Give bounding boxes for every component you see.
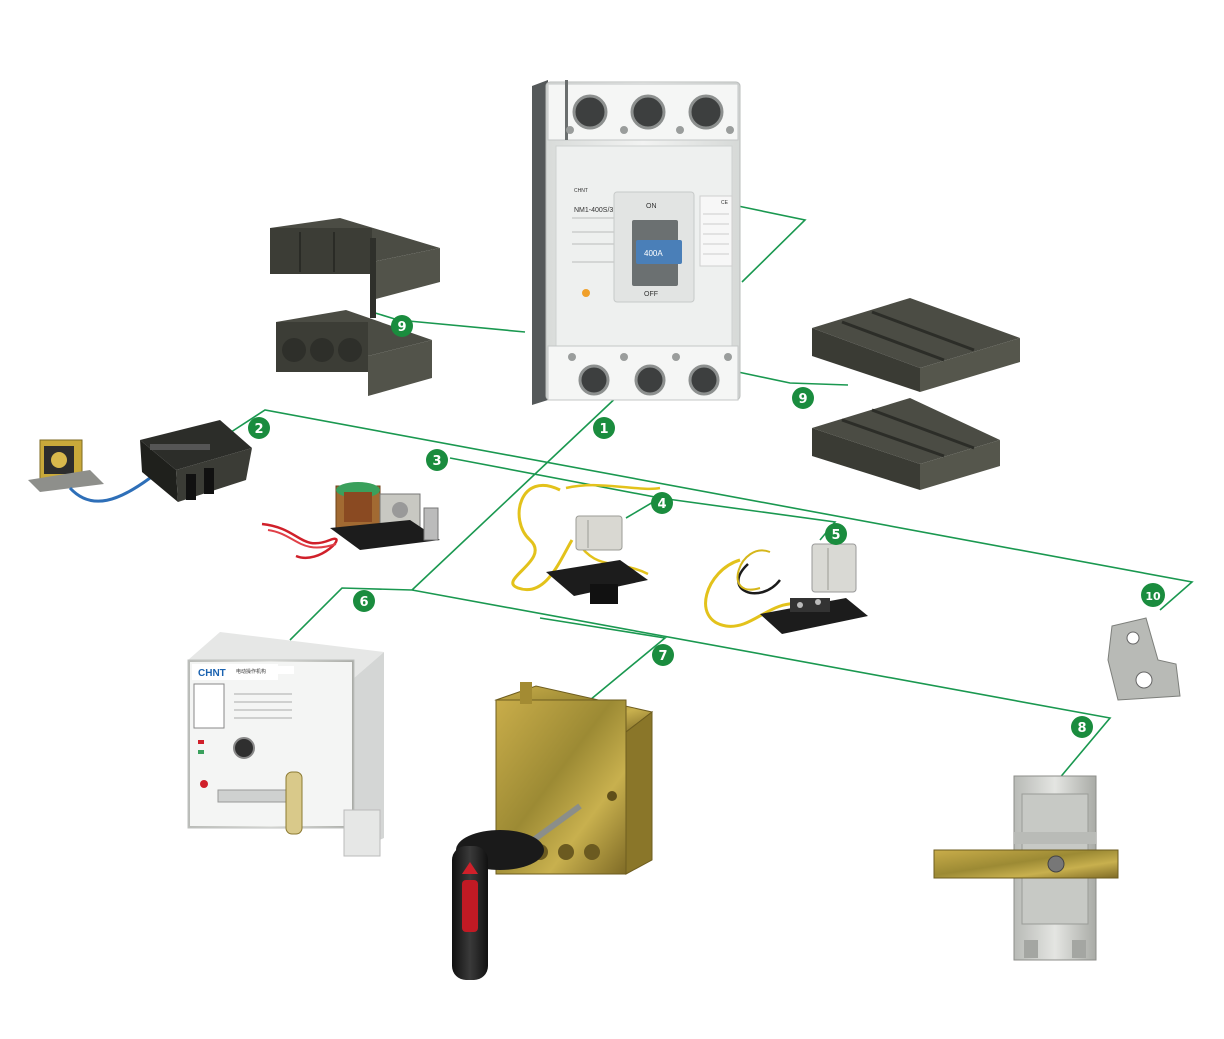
rotary-handle-icon <box>452 682 654 980</box>
breaker-model: NM1-400S/3300 <box>574 207 625 214</box>
terminal-cover-icon <box>812 298 1020 490</box>
svg-text:9: 9 <box>798 392 807 407</box>
callout-4: 4 <box>651 492 673 514</box>
callout-9-left: 9 <box>391 315 413 337</box>
interlock-icon <box>933 775 1119 961</box>
svg-text:6: 6 <box>359 595 368 610</box>
callout-6: 6 <box>353 590 375 612</box>
svg-text:5: 5 <box>831 528 840 543</box>
svg-text:8: 8 <box>1077 721 1086 736</box>
callout-5: 5 <box>825 523 847 545</box>
callout-10: 10 <box>1141 583 1165 607</box>
motor-operator-icon: CHNT 电动操作机构 <box>187 632 384 857</box>
svg-text:CHNT: CHNT <box>574 188 588 194</box>
callout-9-right: 9 <box>792 387 814 409</box>
connection-plate-icon <box>1107 617 1181 701</box>
svg-text:9: 9 <box>397 320 406 335</box>
callout-badges: 1 2 3 4 5 6 7 8 9 9 10 <box>248 315 1165 738</box>
breaker-icon: CHNT NM1-400S/3300 ON OFF 400A CE <box>532 80 741 405</box>
svg-text:2: 2 <box>254 422 263 437</box>
callout-2: 2 <box>248 417 270 439</box>
svg-text:10: 10 <box>1145 590 1161 603</box>
alarm-contact-icon <box>704 543 868 634</box>
rating-label: 400A <box>644 249 663 258</box>
auxiliary-contact-icon <box>511 483 661 604</box>
motor-title: 电动操作机构 <box>236 668 266 675</box>
callout-7: 7 <box>652 644 674 666</box>
svg-text:4: 4 <box>657 497 666 512</box>
svg-text:7: 7 <box>658 649 667 664</box>
callout-1: 1 <box>593 417 615 439</box>
undervoltage-release-icon <box>28 420 252 503</box>
off-label: OFF <box>644 291 658 298</box>
svg-text:3: 3 <box>432 454 441 469</box>
shunt-release-icon <box>261 482 440 560</box>
motor-brand: CHNT <box>198 668 226 679</box>
on-label: ON <box>646 203 657 210</box>
ce-mark: CE <box>721 200 729 206</box>
terminal-cover-icon <box>270 218 440 396</box>
callout-8: 8 <box>1071 716 1093 738</box>
callout-3: 3 <box>426 449 448 471</box>
svg-text:1: 1 <box>599 422 608 437</box>
